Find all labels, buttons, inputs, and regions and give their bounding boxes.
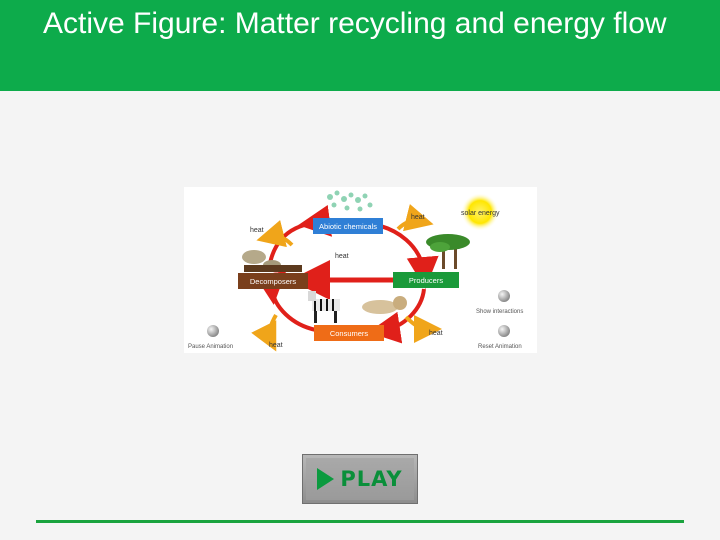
- solar-energy-label: solar energy: [461, 210, 500, 217]
- heat-arrow-bottom-left: [251, 313, 278, 352]
- heat-label-bottom-right: heat: [429, 330, 443, 337]
- play-button-face[interactable]: PLAY: [306, 458, 414, 500]
- sun-icon: [461, 193, 499, 231]
- title-bar: Active Figure: Matter recycling and ener…: [0, 0, 720, 91]
- producers-box: [393, 272, 459, 288]
- abiotic-chemicals-label: Abiotic chemicals: [319, 222, 377, 231]
- lion-icon: [362, 296, 407, 314]
- bottom-divider: [36, 520, 684, 523]
- heat-label-bottom-left: heat: [269, 342, 283, 349]
- heat-arrow-top-left: [256, 220, 294, 248]
- heat-label-top-right: heat: [411, 214, 425, 221]
- decomposers-box: [238, 273, 308, 289]
- heat-label-center: heat: [335, 253, 349, 260]
- reset-animation-ball-icon: [498, 325, 510, 337]
- play-button[interactable]: PLAY: [302, 454, 418, 504]
- heat-arrow-top-right: [396, 204, 434, 232]
- active-figure-panel: solar energy Abiotic chemicals Producers: [184, 187, 537, 353]
- abiotic-chemicals-box: [313, 218, 383, 234]
- decomposer-organisms-icon: [242, 250, 302, 272]
- consumers-label: Consumers: [330, 329, 369, 338]
- play-button-label: PLAY: [340, 467, 403, 491]
- cycle-arrow-bottom-left: [254, 271, 317, 332]
- pause-animation-label: Pause Animation: [188, 344, 233, 350]
- pause-animation-ball-icon: [207, 325, 219, 337]
- heat-label-top-left: heat: [250, 227, 264, 234]
- pause-animation-button[interactable]: Pause Animation: [188, 325, 233, 350]
- decomposers-label: Decomposers: [250, 277, 297, 286]
- show-interactions-button[interactable]: Show interactions: [476, 290, 523, 315]
- reset-animation-label: Reset Animation: [478, 344, 522, 350]
- tree-icon: [426, 234, 470, 269]
- cycle-arrow-bottom-right: [368, 288, 426, 344]
- heat-arrow-bottom-right: [404, 314, 442, 343]
- producers-label: Producers: [409, 276, 443, 285]
- show-interactions-ball-icon: [498, 290, 510, 302]
- show-interactions-label: Show interactions: [476, 309, 523, 315]
- matter-energy-cycle-diagram: solar energy Abiotic chemicals Producers: [188, 190, 523, 352]
- reset-animation-button[interactable]: Reset Animation: [478, 325, 522, 350]
- zebra-icon: [308, 291, 340, 323]
- play-triangle-icon: [317, 468, 335, 490]
- consumers-box: [314, 325, 384, 341]
- page-title: Active Figure: Matter recycling and ener…: [43, 7, 667, 40]
- molecules-icon: [327, 190, 373, 212]
